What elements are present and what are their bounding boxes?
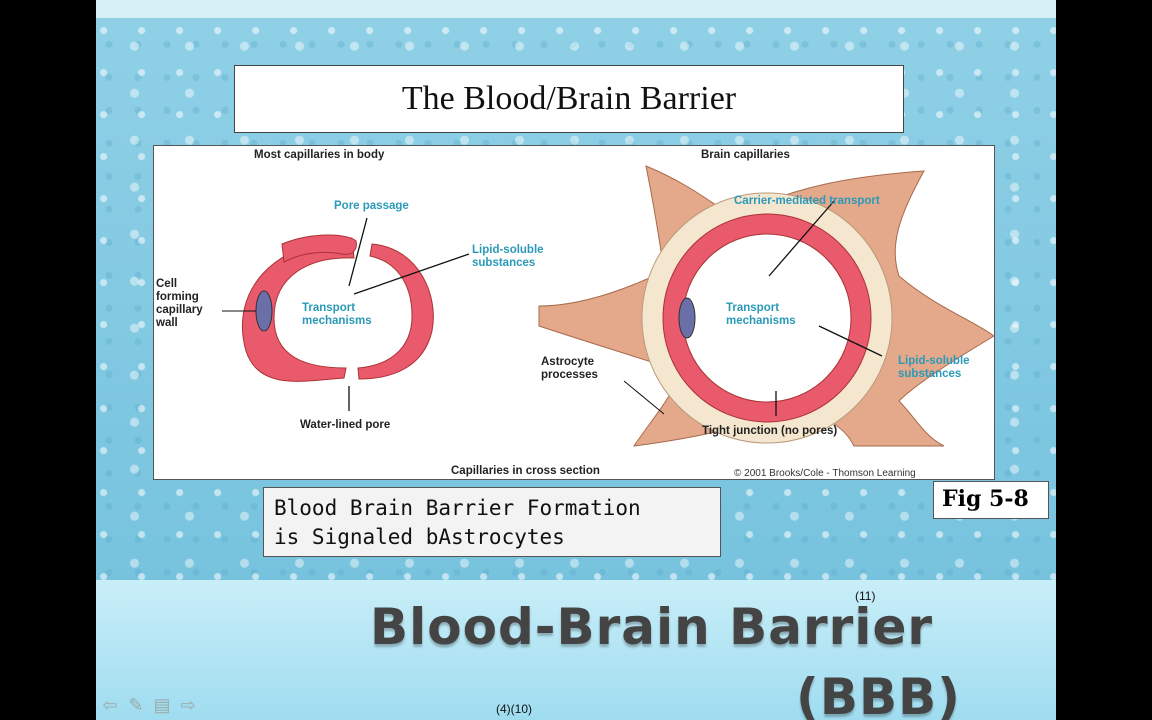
slide-heading-line-1: Blood-Brain Barrier: [370, 598, 934, 656]
right-cell-nucleus: [678, 297, 696, 339]
capillary-diagram: [222, 165, 995, 447]
caption-line-1: Blood Brain Barrier Formation: [274, 496, 641, 520]
label-transport-left: Transport mechanisms: [302, 302, 372, 327]
label-tight-junction: Tight junction (no pores): [702, 425, 838, 437]
figure-reference: Fig 5-8: [933, 481, 1049, 519]
slide-heading-line-2: (BBB): [796, 668, 962, 720]
label-cell-wall: Cell forming capillary wall: [156, 278, 203, 329]
label-astrocyte: Astrocyte processes: [541, 356, 598, 381]
label-water-pore: Water-lined pore: [300, 419, 391, 431]
arrow-carrier: [768, 200, 835, 277]
label-figure-footer: Capillaries in cross section: [451, 465, 600, 477]
label-transport-right: Transport mechanisms: [726, 302, 796, 327]
pen-icon[interactable]: ✎: [128, 694, 144, 715]
slide-bottom-area: [96, 580, 1056, 720]
arrow-lipid-right: [818, 325, 883, 357]
label-pore-passage: Pore passage: [334, 200, 409, 212]
arrow-left-icon[interactable]: ⇦: [102, 694, 118, 715]
slideshow-nav: ⇦ ✎ ▤ ⇨: [98, 694, 200, 718]
arrow-pore-passage: [348, 217, 368, 287]
figure-title: The Blood/Brain Barrier: [401, 80, 737, 117]
reference-number-bottom: (4)(10): [496, 702, 533, 716]
label-copyright: © 2001 Brooks/Cole - Thomson Learning: [734, 468, 916, 479]
capillary-figure: Most capillaries in body Brain capillari…: [153, 145, 995, 480]
caption-box: Blood Brain Barrier Formation is Signale…: [263, 487, 721, 557]
leader-astrocyte: [623, 380, 665, 415]
label-lipid-right: Lipid-soluble substances: [898, 355, 970, 380]
left-capillary-right-wall: [357, 243, 434, 380]
arrow-lipid-left: [353, 253, 470, 295]
left-capillary-left-wall: [241, 237, 355, 382]
label-left-header: Most capillaries in body: [254, 149, 385, 161]
caption-line-2: is Signaled bΑstrocytes: [274, 525, 565, 549]
left-cell-nucleus: [255, 290, 273, 332]
slide-top-strip: [96, 0, 1056, 18]
label-right-header: Brain capillaries: [701, 149, 790, 161]
label-carrier: Carrier-mediated transport: [734, 195, 880, 207]
arrow-right-icon[interactable]: ⇨: [180, 694, 196, 715]
slide: The Blood/Brain Barrier Most capillar: [96, 0, 1056, 720]
menu-icon[interactable]: ▤: [153, 694, 171, 715]
left-capillary-top-wall: [281, 234, 357, 263]
label-lipid-left: Lipid-soluble substances: [472, 244, 544, 269]
reference-number-top: (11): [855, 589, 876, 603]
figure-title-box: The Blood/Brain Barrier: [234, 65, 904, 133]
